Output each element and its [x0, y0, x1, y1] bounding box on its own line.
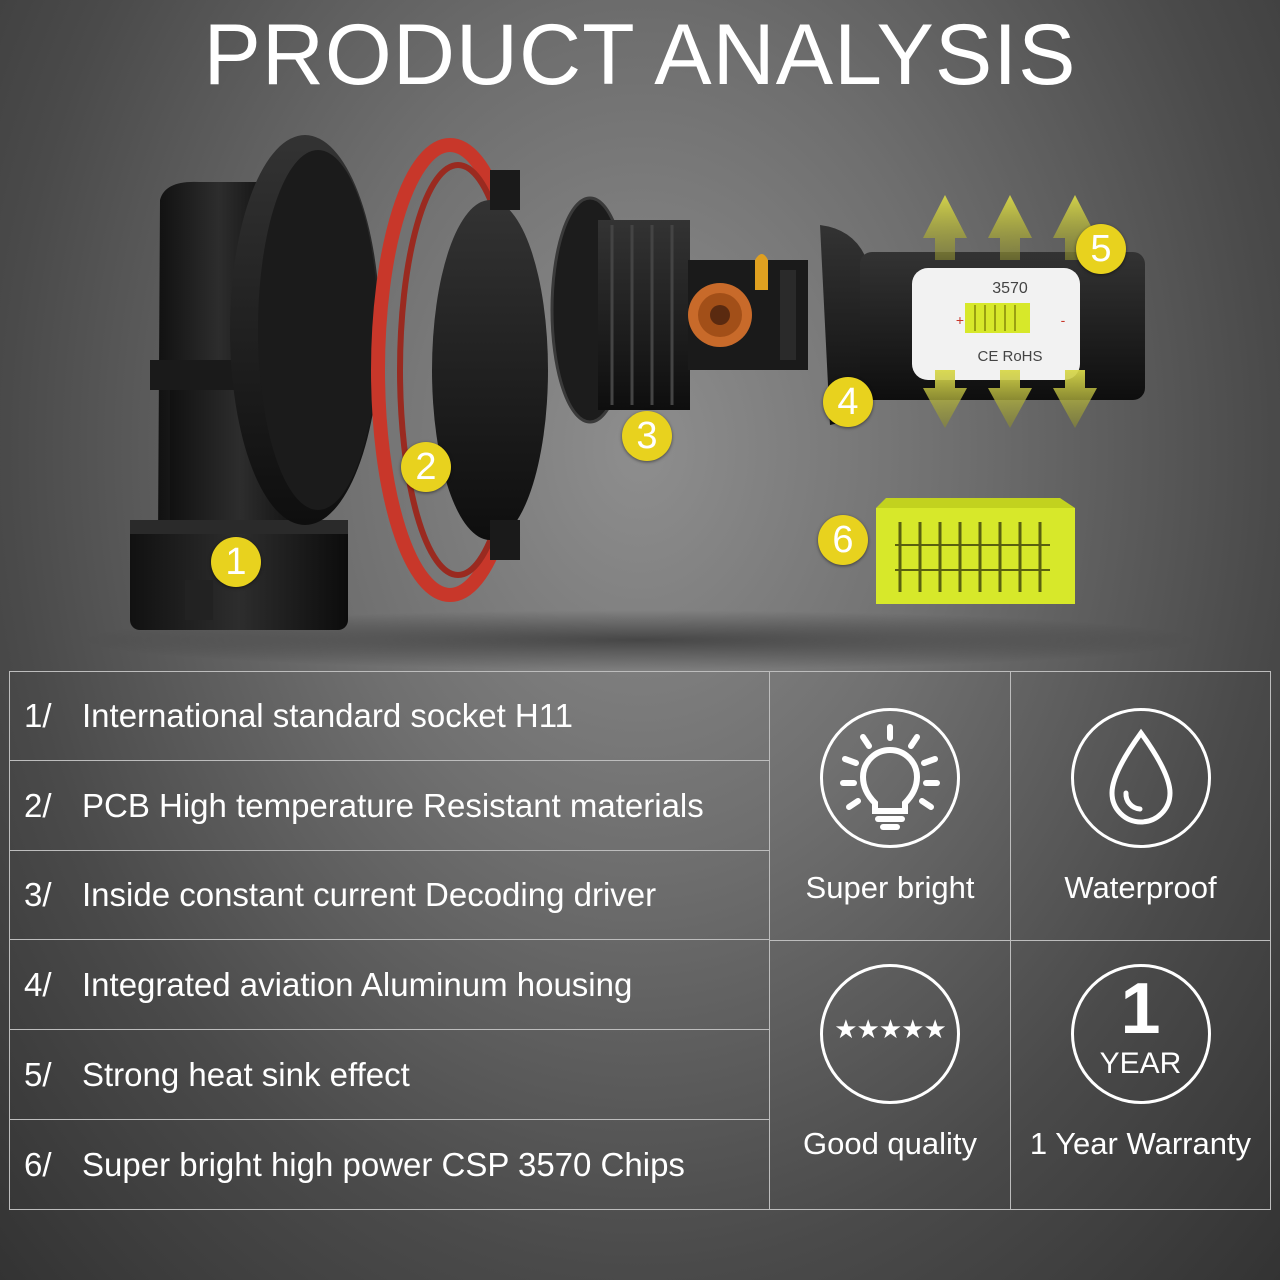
feature-text: Super bright high power CSP 3570 Chips	[82, 1145, 685, 1183]
floor-shadow	[80, 610, 1200, 670]
feature-text: Inside constant current Decoding driver	[82, 876, 657, 913]
feature-row: 2/ PCB High temperature Resistant materi…	[10, 761, 769, 851]
badge-label: Super bright	[805, 870, 975, 905]
badge-label: Good quality	[802, 1126, 978, 1161]
callout-1: 1	[211, 537, 261, 587]
socket-base-part	[130, 135, 380, 630]
callout-6: 6	[818, 515, 868, 565]
spec-table: 1/ International standard socket H11 2/ …	[9, 671, 1271, 1210]
aluminum-housing-part: 3570 CE RoHS + -	[820, 225, 1145, 425]
feature-number: 4/	[24, 965, 52, 1003]
table-divider	[769, 940, 1270, 941]
feature-row: 5/ Strong heat sink effect	[10, 1030, 769, 1120]
page-title: PRODUCT ANALYSIS	[203, 7, 1077, 103]
feature-number: 1/	[24, 697, 52, 734]
feature-number: 5/	[24, 1055, 52, 1093]
feature-number: 2/	[24, 786, 52, 824]
feature-number: 3/	[24, 876, 52, 913]
feature-row: 6/ Super bright high power CSP 3570 Chip…	[10, 1120, 769, 1209]
feature-number: 6/	[24, 1145, 52, 1183]
badge-warranty: 1 YEAR 1 Year Warranty	[1011, 964, 1270, 1162]
light-direction-arrows	[923, 195, 1097, 428]
five-stars-icon: ★★★★★	[820, 964, 960, 1104]
feature-row: 4/ Integrated aviation Aluminum housing	[10, 940, 769, 1030]
star-rating: ★★★★★	[834, 1015, 947, 1045]
exploded-view-drawing: 3570 CE RoHS + -	[80, 135, 1200, 670]
warranty-unit: YEAR	[1099, 1047, 1182, 1080]
callout-4: 4	[823, 377, 873, 427]
callout-5: 5	[1076, 224, 1126, 274]
chip-model-label: 3570	[992, 280, 1028, 297]
feature-row: 3/ Inside constant current Decoding driv…	[10, 851, 769, 940]
feature-text: Strong heat sink effect	[82, 1055, 410, 1093]
badge-waterproof: Waterproof	[1011, 708, 1270, 906]
callout-2: 2	[401, 442, 451, 492]
feature-text: PCB High temperature Resistant materials	[82, 786, 704, 824]
chip-plus-mark: +	[956, 312, 964, 328]
feature-text: International standard socket H11	[82, 697, 574, 734]
callout-3: 3	[622, 411, 672, 461]
badge-good-quality: ★★★★★ Good quality	[770, 964, 1010, 1162]
red-seal-ring-part	[371, 138, 548, 602]
chip-minus-mark: -	[1061, 312, 1066, 328]
product-exploded-illustration: 3570 CE RoHS + - 1	[0, 120, 1280, 670]
lightbulb-icon	[820, 708, 960, 848]
warranty-number: 1	[1120, 969, 1161, 1049]
ribbed-body-driver-part	[550, 196, 808, 424]
badge-label: 1 Year Warranty	[1029, 1126, 1252, 1161]
badge-super-bright: Super bright	[770, 708, 1010, 906]
feature-row: 1/ International standard socket H11	[10, 672, 769, 761]
one-year-icon: 1 YEAR	[1070, 964, 1211, 1104]
chip-cert-marks: CE RoHS	[977, 348, 1042, 365]
feature-text: Integrated aviation Aluminum housing	[82, 965, 633, 1003]
csp-chip-closeup	[876, 498, 1075, 604]
badge-label: Waterproof	[1064, 870, 1217, 905]
water-drop-icon	[1070, 708, 1211, 848]
